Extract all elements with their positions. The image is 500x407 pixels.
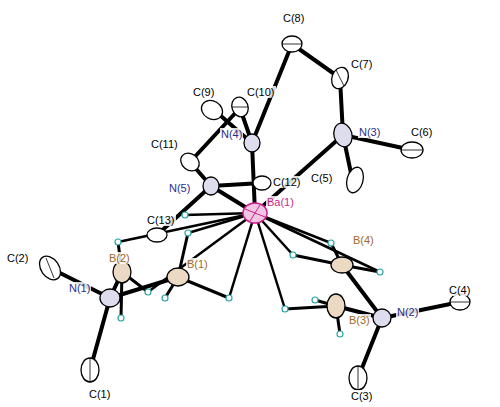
atom-label: C(7) bbox=[350, 58, 373, 70]
atom-label: N(4) bbox=[220, 128, 243, 140]
atom-label: N(2) bbox=[396, 306, 419, 318]
atom-label: N(1) bbox=[68, 282, 91, 294]
ellipsoid-axes bbox=[46, 44, 470, 390]
atom-label: C(12) bbox=[272, 176, 302, 188]
atom-label: C(10) bbox=[246, 86, 276, 98]
atom-label: C(4) bbox=[448, 284, 471, 296]
atom-label: C(9) bbox=[192, 86, 215, 98]
atom-label: C(5) bbox=[310, 172, 333, 184]
atom-label: N(5) bbox=[168, 182, 191, 194]
atom-label: Ba(1) bbox=[266, 196, 295, 208]
atom-label: C(11) bbox=[150, 138, 179, 150]
atom-label: C(13) bbox=[146, 214, 176, 226]
atom-label: C(6) bbox=[410, 126, 433, 138]
hydrogen-atoms bbox=[115, 212, 383, 337]
atom-label: C(8) bbox=[282, 12, 305, 24]
atom-label: B(1) bbox=[186, 258, 209, 270]
atom-label: N(3) bbox=[358, 126, 381, 138]
thermal-ellipsoids bbox=[35, 36, 470, 390]
atom-label: C(2) bbox=[6, 252, 29, 264]
atom-label: B(4) bbox=[352, 234, 375, 246]
atom-label: C(3) bbox=[350, 390, 373, 402]
b-h-bonds bbox=[118, 233, 380, 334]
ba-h-contacts bbox=[118, 213, 380, 309]
atom-label: B(3) bbox=[348, 314, 371, 326]
atom-label: B(2) bbox=[108, 252, 131, 264]
barium-atom bbox=[243, 203, 267, 223]
bonds bbox=[50, 44, 460, 378]
atom-label: C(1) bbox=[88, 388, 111, 400]
